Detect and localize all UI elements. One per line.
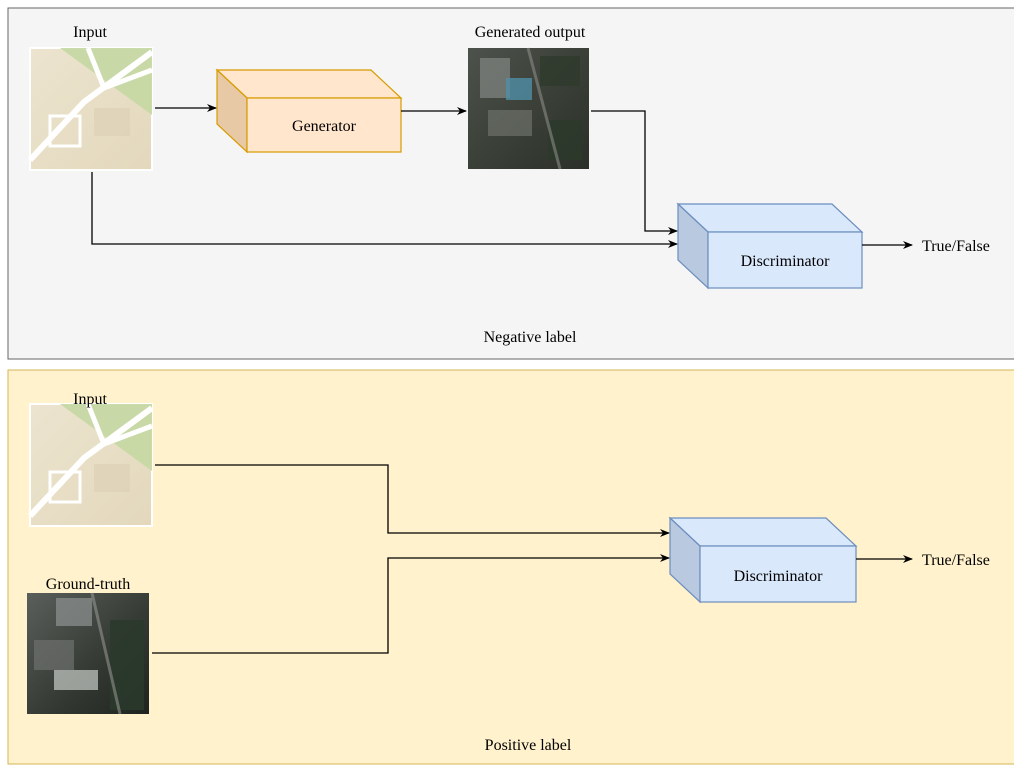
- generated-output-image: [468, 47, 589, 170]
- generator-label: Generator: [292, 118, 357, 135]
- negative-discriminator-block: Discriminator: [676, 202, 864, 290]
- negative-panel: Negative label Input Generated output: [7, 7, 1014, 360]
- positive-panel-background: [7, 369, 1014, 765]
- ground-truth-label: Ground-truth: [46, 576, 130, 593]
- positive-panel-caption: Positive label: [485, 737, 572, 754]
- negative-panel-caption: Negative label: [484, 329, 577, 346]
- negative-output-label: True/False: [922, 238, 990, 255]
- arrow-output-to-discriminator: [591, 110, 678, 235]
- positive-input-label: Input: [73, 391, 107, 408]
- ground-truth-image: [27, 592, 149, 715]
- positive-input-map-image: [27, 403, 154, 527]
- generator-block: Generator: [215, 68, 403, 154]
- positive-discriminator-label: Discriminator: [734, 568, 824, 585]
- positive-discriminator-block: Discriminator: [668, 516, 858, 604]
- arrow-input-to-discriminator: [91, 172, 678, 248]
- negative-discriminator-label: Discriminator: [741, 253, 831, 270]
- generated-output-label: Generated output: [475, 24, 586, 41]
- negative-input-map-image: [27, 47, 154, 171]
- positive-panel: Positive label Input Ground-truth Disc: [7, 369, 1014, 765]
- arrow-input-to-positive-discriminator: [155, 464, 670, 537]
- arrow-ground-truth-to-positive-discriminator: [152, 554, 670, 654]
- positive-output-label: True/False: [922, 552, 990, 569]
- negative-input-label: Input: [73, 24, 107, 41]
